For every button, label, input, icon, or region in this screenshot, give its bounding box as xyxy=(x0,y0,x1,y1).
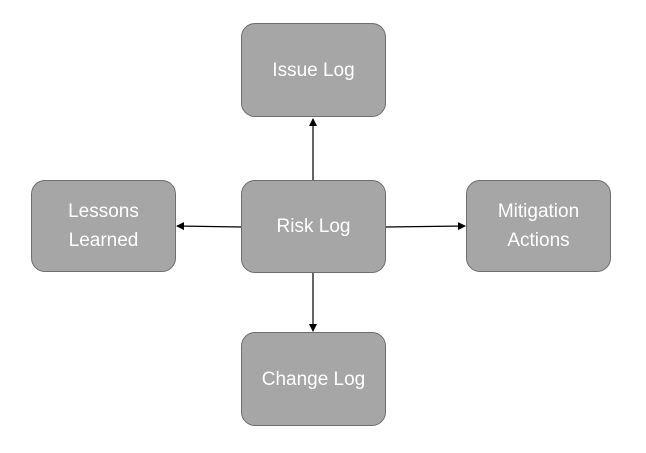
risk-log-node: Risk Log xyxy=(241,180,386,273)
change-log-node: Change Log xyxy=(241,332,386,426)
mitigation-actions-label: Mitigation Actions xyxy=(497,201,580,251)
issue-log-node: Issue Log xyxy=(241,23,386,117)
mitigation-actions-node: Mitigation Actions xyxy=(466,180,611,272)
lessons-learned-node: Lessons Learned xyxy=(31,180,176,272)
lessons-learned-label: Lessons Learned xyxy=(68,201,139,251)
change-log-label: Change Log xyxy=(261,368,366,390)
arrow-risk-to-mitigation xyxy=(385,222,466,231)
issue-log-label: Issue Log xyxy=(272,59,355,81)
arrow-risk-to-lessons xyxy=(176,222,242,231)
risk-log-label: Risk Log xyxy=(276,216,351,237)
